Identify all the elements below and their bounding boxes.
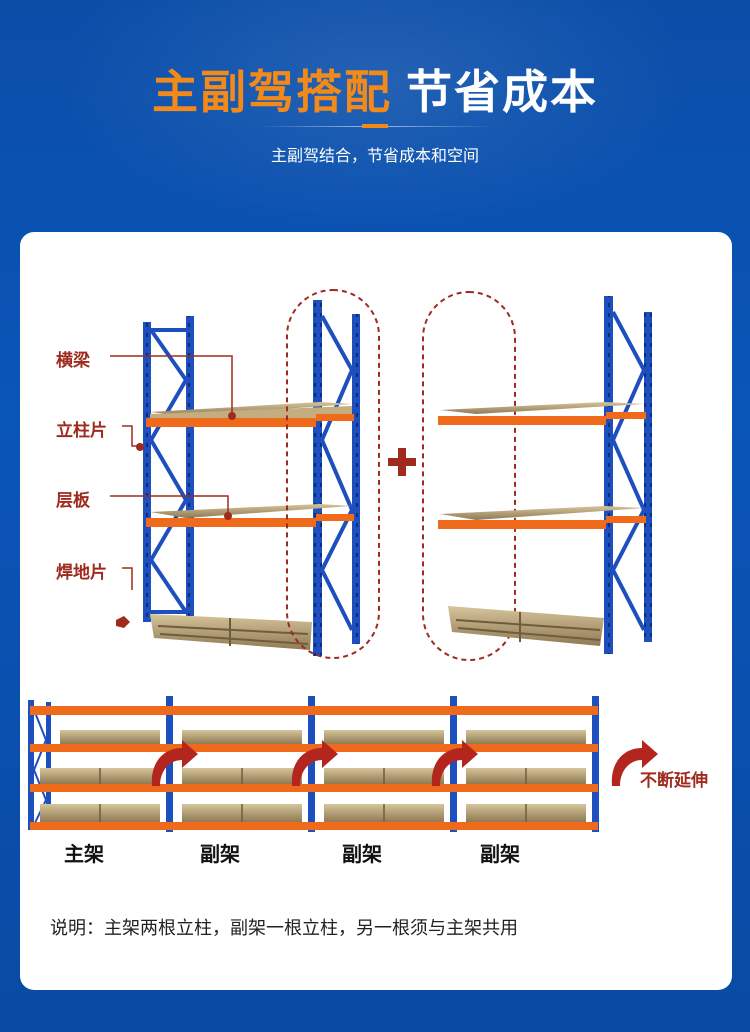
title-highlight: 主副驾搭配 [152,65,392,119]
extend-arrows [151,740,658,786]
main-rack [143,300,360,656]
frame-label-main: 主架 [64,842,104,866]
frame-label-secondary-3: 副架 [480,842,520,866]
shared-upright-outline-left [286,289,380,659]
shared-upright-outline-right [422,291,516,661]
secondary-rack [438,296,652,654]
label-shelf: 层板 [56,491,90,511]
background-glow [0,0,750,260]
frame-label-secondary-1: 副架 [200,842,240,866]
page-title: 主副驾搭配节省成本 [0,56,750,122]
label-upright: 立柱片 [56,421,107,441]
title-divider-accent [362,124,388,128]
label-markers [116,412,236,628]
label-leaders [110,355,233,590]
extend-label: 不断延伸 [640,771,708,791]
frame-label-secondary-2: 副架 [342,842,382,866]
label-base: 焊地片 [56,563,107,583]
note-text: 说明：主架两根立柱，副架一根立柱，另一根须与主架共用 [50,918,518,939]
plus-icon [388,448,416,476]
label-beam: 横梁 [56,351,90,371]
content-card [20,232,732,990]
extended-rack-row [28,696,599,832]
title-rest: 节省成本 [406,65,598,119]
subtitle: 主副驾结合，节省成本和空间 [270,146,479,165]
